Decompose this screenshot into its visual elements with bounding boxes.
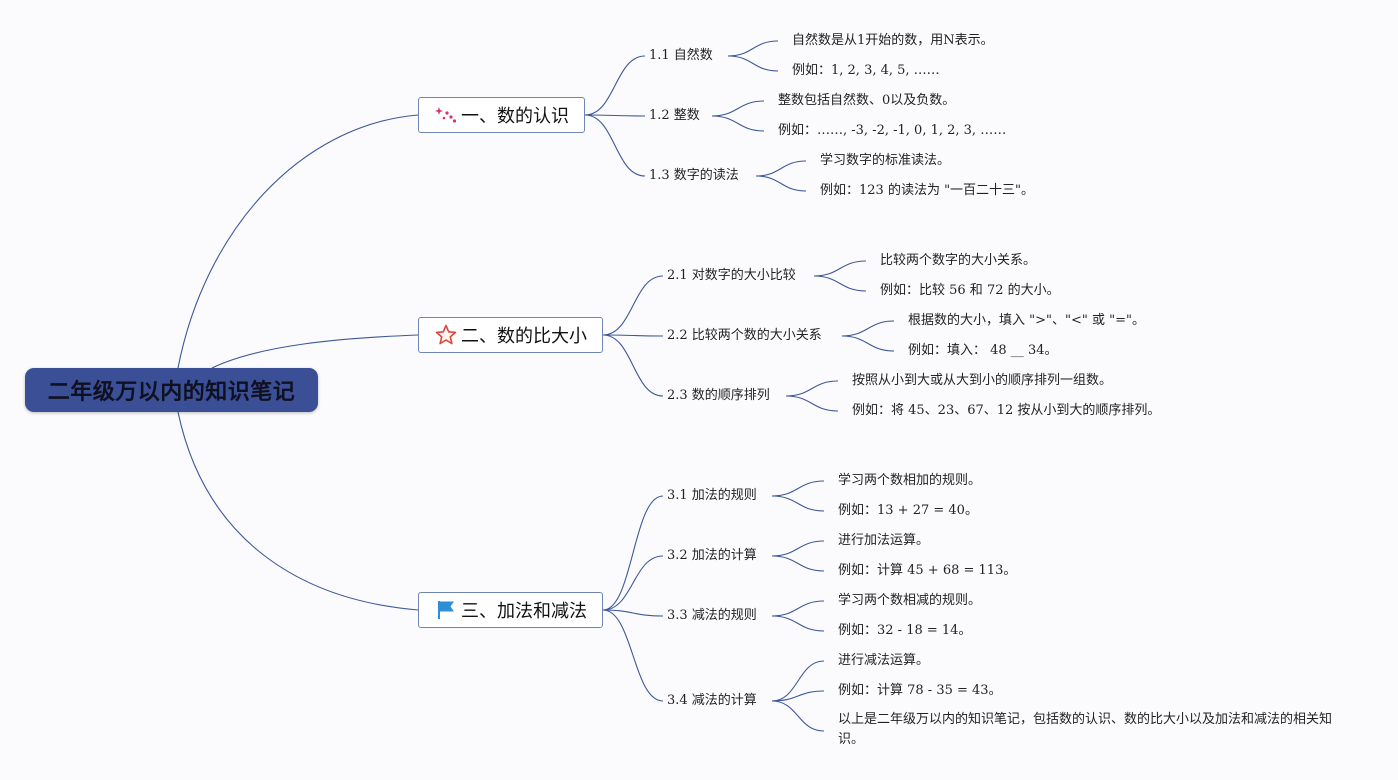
root-title: 二年级万以内的知识笔记	[47, 380, 296, 405]
leaf-text: 进行加法运算。	[838, 533, 930, 548]
connector-line	[727, 55, 779, 72]
leaf-text: 例如：……, -3, -2, -1, 0, 1, 2, 3, ……	[778, 123, 1007, 138]
leaf-text: 例如：1, 2, 3, 4, 5, ……	[792, 63, 940, 78]
connector-line	[727, 40, 779, 57]
flag-icon	[435, 599, 457, 621]
leaf-text: 例如：32 - 18 = 14。	[838, 623, 972, 638]
leaf-text: 例如：计算 78 - 35 = 43。	[838, 683, 1002, 698]
leaf-text: 例如：123 的读法为 "一百二十三"。	[820, 183, 1035, 198]
leaf-text: 学习两个数相减的规则。	[838, 593, 982, 608]
leaf-text: 例如：填入： 48 __ 34。	[908, 343, 1058, 358]
sub-node-3-1[interactable]: 3.1 加法的规则	[667, 488, 757, 503]
sub-node-3-2[interactable]: 3.2 加法的计算	[667, 548, 757, 563]
sub-node-3-3[interactable]: 3.3 减法的规则	[667, 608, 757, 623]
connector-line	[584, 114, 646, 177]
connector-line	[771, 600, 825, 617]
connector-line	[211, 334, 419, 369]
sparkle-icon	[435, 104, 457, 126]
sub-node-2-2[interactable]: 2.2 比较两个数的大小关系	[667, 328, 822, 343]
leaf-text: 例如：将 45、23、67、12 按从小到大的顺序排列。	[852, 403, 1161, 418]
sub-node-1-1[interactable]: 1.1 自然数	[649, 48, 713, 63]
root-node[interactable]: 二年级万以内的知识笔记	[25, 368, 318, 412]
connector-line	[602, 495, 664, 611]
connector-line	[785, 380, 839, 397]
leaf-text: 学习数字的标准读法。	[820, 153, 951, 168]
connector-line	[602, 555, 664, 611]
connector-line	[813, 275, 867, 292]
leaf-text: 例如：计算 45 + 68 = 113。	[838, 563, 1017, 578]
leaf-text: 整数包括自然数、0以及负数。	[778, 93, 956, 108]
connector-line	[602, 334, 664, 337]
connector-line	[711, 100, 765, 117]
leaf-text: 学习两个数相加的规则。	[838, 473, 982, 488]
connector-line	[771, 540, 825, 557]
connector-line	[785, 395, 839, 412]
connector-line	[771, 700, 825, 732]
star-icon	[435, 324, 457, 346]
leaf-text: 根据数的大小，填入 ">"、"<" 或 "="。	[908, 313, 1145, 328]
connector-line	[177, 411, 419, 611]
leaf-text: 例如：比较 56 和 72 的大小。	[880, 283, 1060, 298]
leaf-text-summary: 以上是二年级万以内的知识笔记，包括数的认识、数的比大小以及加法和减法的相关知识。	[838, 712, 1333, 747]
leaf-text: 例如：13 + 27 = 40。	[838, 503, 978, 518]
leaf-text: 自然数是从1开始的数，用N表示。	[792, 33, 994, 48]
sub-node-1-3[interactable]: 1.3 数字的读法	[649, 168, 739, 183]
connector-line	[602, 275, 664, 336]
connector-line	[771, 690, 825, 702]
connector-line	[841, 320, 895, 337]
branch-node-2[interactable]: 二、数的比大小	[418, 317, 603, 353]
sub-node-2-3[interactable]: 2.3 数的顺序排列	[667, 388, 770, 403]
connector-line	[584, 55, 646, 116]
leaf-text: 进行减法运算。	[838, 653, 930, 668]
connector-line	[771, 495, 825, 512]
sub-node-3-4[interactable]: 3.4 减法的计算	[667, 693, 757, 708]
branch-label: 一、数的认识	[461, 106, 569, 127]
leaf-text: 按照从小到大或从大到小的顺序排列一组数。	[852, 373, 1113, 388]
branch-node-3[interactable]: 三、加法和减法	[418, 592, 603, 628]
branch-label: 二、数的比大小	[461, 326, 587, 347]
connector-line	[584, 114, 646, 117]
connector-line	[602, 609, 664, 702]
connector-line	[841, 335, 895, 352]
connector-line	[755, 160, 807, 177]
connector-line	[813, 260, 867, 277]
connector-line	[177, 114, 419, 369]
branch-node-1[interactable]: 一、数的认识	[418, 97, 585, 133]
connector-line	[771, 480, 825, 497]
connector-line	[711, 115, 765, 132]
connector-line	[602, 609, 664, 617]
connector-line	[771, 555, 825, 572]
leaf-text: 比较两个数字的大小关系。	[880, 253, 1037, 268]
connector-line	[602, 334, 664, 397]
connector-line	[755, 175, 807, 192]
connector-line	[771, 615, 825, 632]
branch-label: 三、加法和减法	[461, 601, 587, 622]
connector-line	[771, 660, 825, 702]
sub-node-2-1[interactable]: 2.1 对数字的大小比较	[667, 268, 796, 283]
sub-node-1-2[interactable]: 1.2 整数	[649, 108, 700, 123]
